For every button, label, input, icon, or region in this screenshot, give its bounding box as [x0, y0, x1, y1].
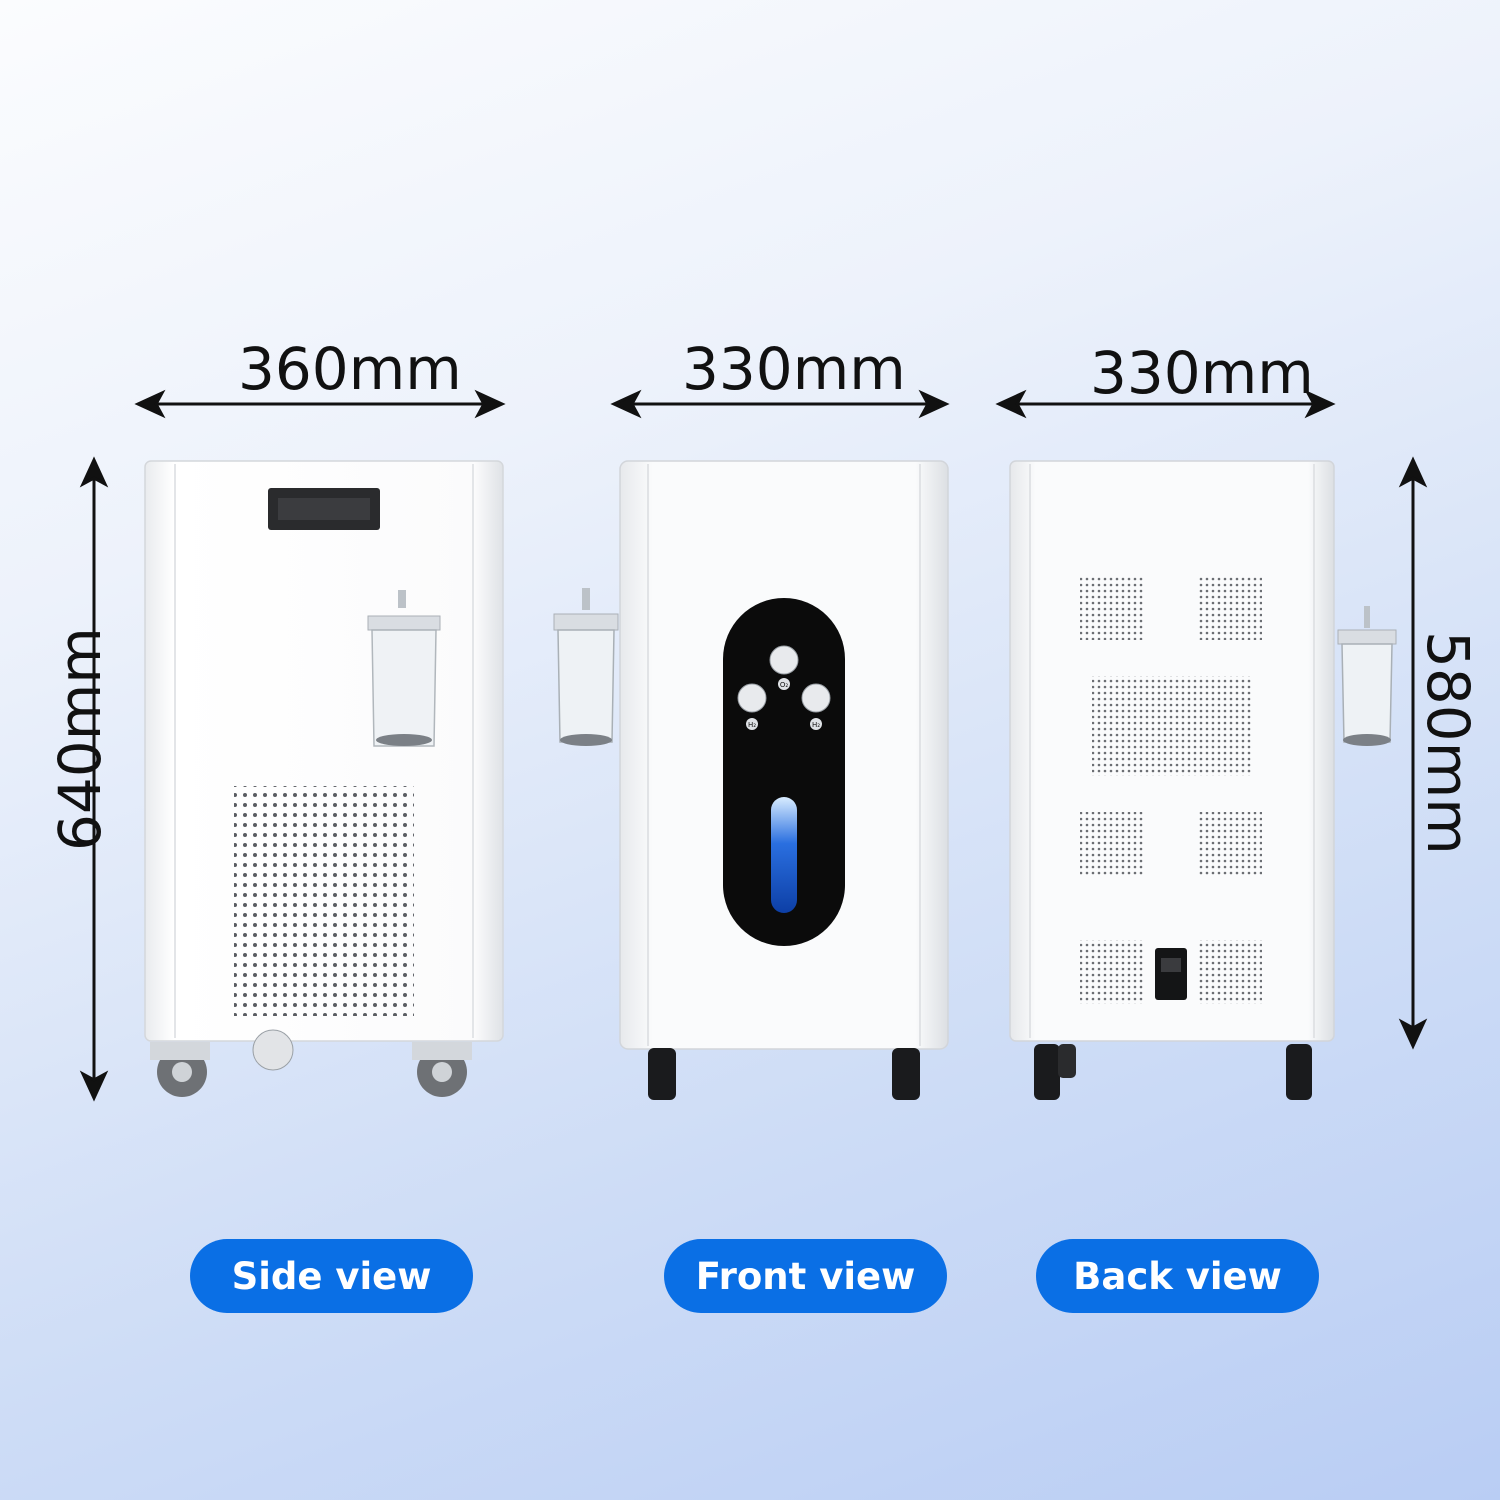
side-view-unit: [144, 460, 504, 1097]
bottle-icon: [1337, 606, 1397, 746]
side-view-button[interactable]: Side view: [190, 1239, 473, 1313]
front-view-unit: O₂ H₂ H₂: [553, 460, 949, 1100]
side-width-label: 360mm: [238, 335, 462, 403]
h2-right-label: H₂: [812, 721, 820, 729]
water-window: [771, 797, 797, 913]
bottle-icon: [367, 590, 441, 747]
power-socket: [1155, 948, 1187, 1000]
front-view-button[interactable]: Front view: [664, 1239, 947, 1313]
back-view-unit: [1009, 460, 1397, 1100]
bottle-icon: [553, 588, 619, 746]
back-view-button[interactable]: Back view: [1036, 1239, 1319, 1313]
front-width-label: 330mm: [682, 335, 906, 403]
side-height-label: 640mm: [46, 627, 114, 851]
back-width-label: 330mm: [1090, 339, 1314, 407]
h2-left-label: H₂: [748, 721, 756, 729]
o2-label: O₂: [780, 681, 789, 689]
back-height-label: 580mm: [1414, 631, 1482, 855]
